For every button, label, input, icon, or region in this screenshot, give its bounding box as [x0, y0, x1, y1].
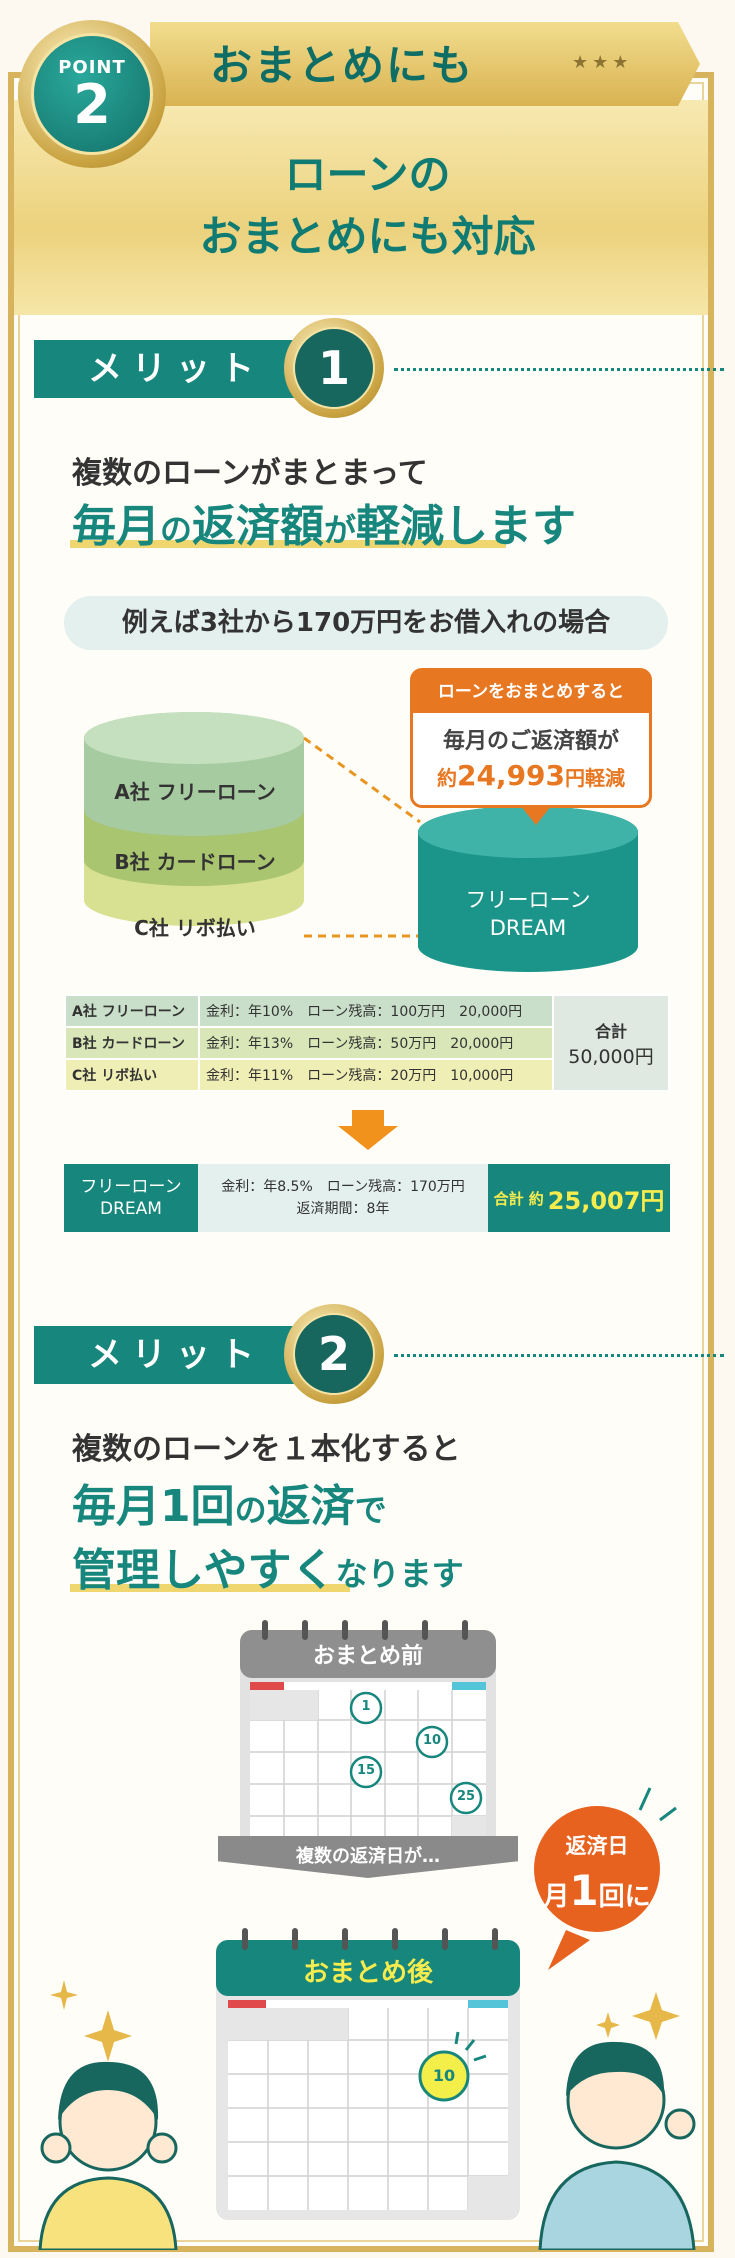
callout-tail: [520, 805, 552, 825]
badge-label: POINT: [58, 56, 126, 78]
day-10: 10: [422, 1733, 442, 1748]
merit2-header: メリット 2: [34, 1304, 734, 1404]
point-badge: POINT 2: [18, 20, 166, 168]
callout-line2: 約24,993円軽減: [436, 759, 626, 792]
merit1-dotted-line: [394, 368, 724, 371]
example-bar: 例えば3社から170万円をお借入れの場合: [64, 596, 668, 650]
day-1: 1: [361, 1699, 371, 1714]
merit2-label: メリット: [34, 1326, 334, 1384]
merit1-number: 1: [293, 327, 375, 409]
merit2-line3: 管理しやすくなります: [72, 1545, 464, 1596]
day-25: 25: [456, 1789, 476, 1804]
merit2-sub: 複数のローンを１本化すると: [72, 1432, 461, 1467]
merit1-sub: 複数のローンがまとまって: [72, 456, 428, 491]
calendar-illustration: [38, 1620, 696, 2250]
title-line1: ローンの: [284, 150, 451, 199]
title-line2: おまとめにも対応: [199, 212, 536, 261]
merit2-number: 2: [293, 1313, 375, 1395]
merit2-underline: [70, 1584, 350, 1592]
merit1-header: メリット 1: [34, 318, 734, 418]
payday-bubble: 返済日 月1回に: [534, 1806, 660, 1932]
ribbon: [150, 22, 700, 106]
day-15: 15: [356, 1763, 376, 1778]
merit1-headline: 毎月の返済額が軽減します: [72, 501, 577, 552]
calendar-before-title: おまとめ前: [312, 1644, 423, 1669]
calendar-after-title: おまとめ後: [302, 1958, 433, 1988]
cylinder-b: B社 カードローン: [114, 850, 276, 874]
merit1-number-circle: 1: [284, 318, 384, 418]
stars-icon: ★★★: [572, 52, 633, 73]
day-10-after: 10: [432, 2066, 456, 2085]
current-loans-table: A社 フリーローン 金利：年10% ローン残高：100万円 20,000円 合計…: [64, 994, 670, 1092]
table-row: A社 フリーローン 金利：年10% ローン残高：100万円 20,000円 合計…: [64, 994, 670, 1092]
callout-head: ローンをおまとめすると: [413, 671, 649, 713]
merit2-line2: 毎月1回の返済で: [72, 1481, 387, 1532]
cylinder-a: A社 フリーローン: [114, 780, 276, 804]
merit2-number-circle: 2: [284, 1304, 384, 1404]
merit2-dotted-line: [394, 1354, 724, 1357]
arrow-down-icon: [338, 1110, 398, 1150]
merit1-underline: [70, 540, 506, 548]
savings-callout: ローンをおまとめすると 毎月のご返済額が 約24,993円軽減: [410, 668, 652, 808]
badge-number: 2: [73, 72, 111, 136]
loan-cylinders-graphic: [84, 712, 638, 972]
gold-frame: [8, 72, 714, 2252]
table-row: C社 リボ払い 金利：年11% ローン残高：20万円 10,000円: [64, 1058, 669, 1092]
callout-line1: 毎月のご返済額が: [442, 729, 619, 754]
table-row: B社 カードローン 金利：年13% ローン残高：50万円 20,000円: [64, 1026, 669, 1060]
cylinder-c: C社 リボ払い: [134, 916, 256, 940]
ribbon-text: おまとめにも: [210, 41, 475, 90]
